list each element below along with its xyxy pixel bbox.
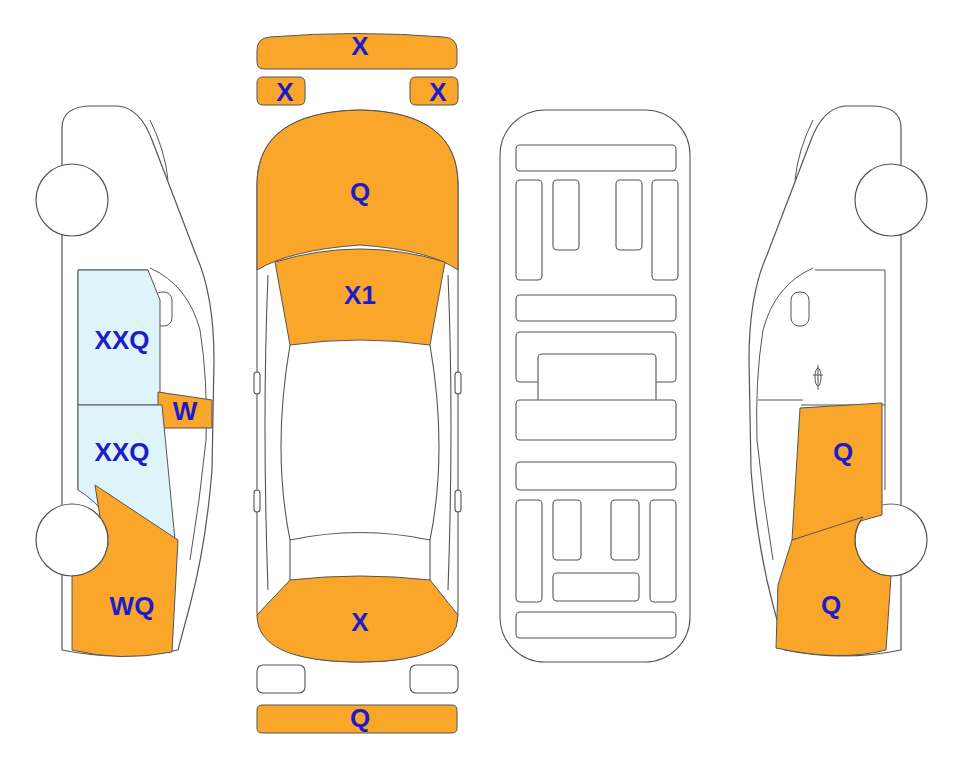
panel-outline xyxy=(257,34,457,70)
panel-outline xyxy=(257,576,458,662)
left-side-view xyxy=(36,106,214,656)
damage-code: Q xyxy=(350,179,370,205)
damaged-panel: XXQ xyxy=(78,270,162,405)
damage-code: W xyxy=(173,398,198,424)
damaged-panel: Q xyxy=(257,110,458,270)
top-view xyxy=(254,110,461,693)
panel-outline xyxy=(257,77,305,105)
damaged-panel: Q xyxy=(790,403,882,540)
damage-code: XXQ xyxy=(95,439,150,465)
damage-code: Q xyxy=(833,439,853,465)
damaged-panel: X1 xyxy=(275,238,445,345)
panel-outline xyxy=(792,403,882,540)
panel-outline xyxy=(158,392,212,428)
panel-outline xyxy=(410,77,458,105)
damage-code: XXQ xyxy=(95,327,150,353)
damage-code: X xyxy=(351,609,368,635)
damage-code: X xyxy=(429,79,446,105)
damaged-panel: WQ xyxy=(72,485,178,660)
damage-code: X xyxy=(351,33,368,59)
panel-shape xyxy=(72,485,178,660)
underside-view xyxy=(500,110,690,662)
damaged-panel: X xyxy=(257,77,305,105)
panel-outline xyxy=(257,705,457,733)
damaged-panel: Q xyxy=(257,705,457,733)
damaged-panel: X xyxy=(257,575,458,662)
damaged-panel: X xyxy=(257,32,457,70)
damage-code: X1 xyxy=(344,282,376,308)
panel-outline xyxy=(78,270,160,405)
damaged-panel: W xyxy=(158,392,212,428)
damage-code: WQ xyxy=(110,593,155,619)
damaged-panel: X xyxy=(410,77,458,105)
right-side-view xyxy=(749,106,927,656)
damaged-panel: Q xyxy=(776,508,891,660)
panel-outline xyxy=(257,110,458,270)
panel-shape xyxy=(790,403,882,540)
panel-outline xyxy=(776,517,891,656)
panel-outline xyxy=(275,249,445,345)
damage-code: Q xyxy=(350,705,370,731)
panel-shape xyxy=(776,508,891,660)
panel-outline xyxy=(72,485,178,657)
damage-code: X xyxy=(276,79,293,105)
damage-code: Q xyxy=(821,592,841,618)
